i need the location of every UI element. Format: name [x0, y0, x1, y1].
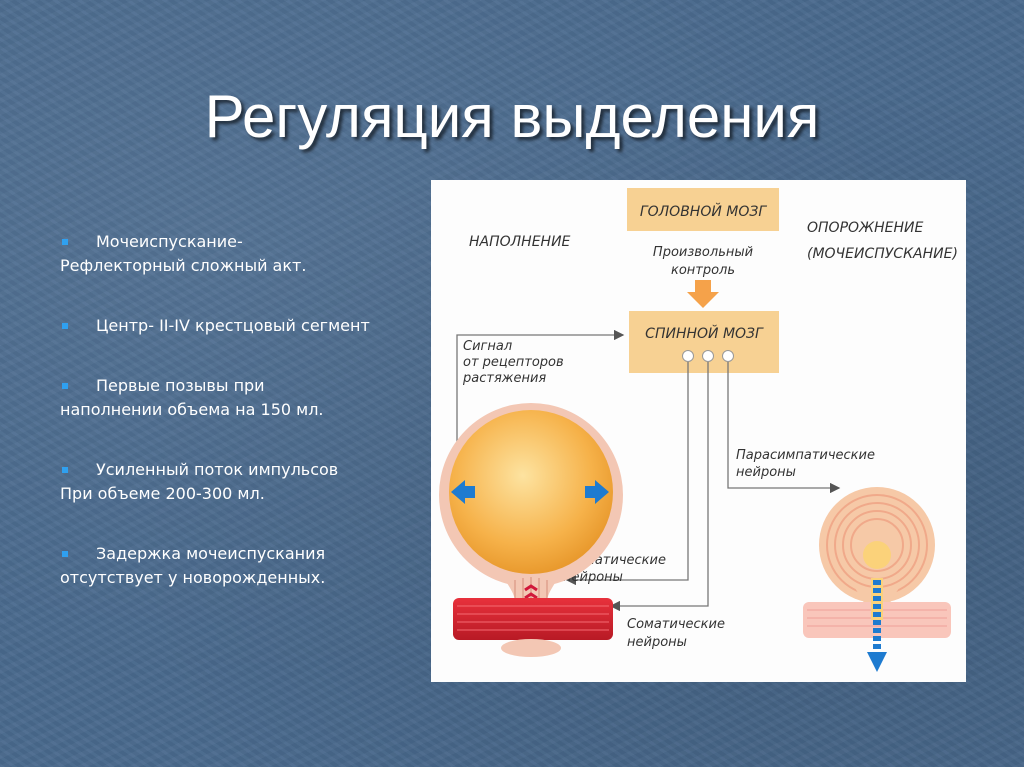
external-sphincter-left — [453, 598, 613, 657]
neuron-node — [702, 350, 714, 362]
filling-label: НАПОЛНЕНИЕ — [469, 234, 571, 250]
bullet-text: Центр- II-IV крестцовый сегмент — [96, 316, 370, 335]
brain-label: ГОЛОВНОЙ МОЗГ — [640, 202, 768, 220]
signal-label-3: растяжения — [462, 371, 546, 386]
bullet-continuation: отсутствует у новорожденных. — [60, 568, 326, 587]
bullet-continuation: При объеме 200-300 мл. — [60, 484, 265, 503]
somatic-label-1: Соматические — [627, 617, 725, 632]
somatic-label-2: нейроны — [627, 635, 687, 650]
contracted-bladder — [803, 487, 951, 672]
parasympathetic-line — [727, 362, 841, 494]
bullet-text: Мочеиспускание- — [96, 232, 243, 251]
urine-outflow-arrow — [867, 652, 887, 672]
stretch-arrow-right — [585, 480, 609, 504]
somatic-line — [609, 362, 709, 612]
signal-label-2: от рецепторов — [463, 355, 564, 370]
bullet-item: Усиленный поток импульсов При объеме 200… — [60, 458, 430, 506]
parasympathetic-label-2: нейроны — [736, 465, 796, 480]
slide-title: Регуляция выделения — [204, 83, 820, 150]
emptying-label-1: ОПОРОЖНЕНИЕ — [807, 220, 923, 236]
spinal-cord-box — [629, 311, 779, 373]
bullet-item: Мочеиспускание- Рефлекторный сложный акт… — [60, 230, 430, 278]
bullet-square-icon — [62, 383, 68, 389]
parasympathetic-label-1: Парасимпатические — [736, 448, 875, 463]
diagram-svg: ГОЛОВНОЙ МОЗГ Произвольный контроль СПИН… — [439, 188, 958, 672]
neuron-node — [722, 350, 734, 362]
bladder-reflex-diagram: ГОЛОВНОЙ МОЗГ Произвольный контроль СПИН… — [431, 180, 966, 682]
bullet-text: Задержка мочеиспускания — [96, 544, 326, 563]
neuron-node — [682, 350, 694, 362]
bullet-square-icon — [62, 551, 68, 557]
brain-box — [627, 188, 779, 231]
bullet-continuation: Рефлекторный сложный акт. — [60, 256, 307, 275]
full-bladder — [439, 403, 623, 608]
voluntary-arrow — [687, 280, 719, 308]
spinal-cord-label: СПИННОЙ МОЗГ — [645, 324, 764, 342]
signal-label-1: Сигнал — [463, 339, 512, 354]
bullet-text: Усиленный поток импульсов — [96, 460, 339, 479]
bullet-square-icon — [62, 239, 68, 245]
stretch-arrow-left — [451, 480, 475, 504]
bullet-item: Центр- II-IV крестцовый сегмент — [60, 314, 430, 338]
signal-line — [456, 329, 625, 442]
bullet-continuation: наполнении объема на 150 мл. — [60, 400, 324, 419]
bullet-item: Задержка мочеиспускания отсутствует у но… — [60, 542, 430, 590]
voluntary-label-1: Произвольный — [653, 245, 753, 260]
bullet-square-icon — [62, 323, 68, 329]
sympathetic-line — [565, 362, 689, 586]
bullet-list: Мочеиспускание- Рефлекторный сложный акт… — [60, 230, 430, 626]
voluntary-label-2: контроль — [671, 263, 735, 278]
bullet-square-icon — [62, 467, 68, 473]
emptying-label-2: (МОЧЕИСПУСКАНИЕ) — [807, 246, 958, 262]
bullet-item: Первые позывы при наполнении объема на 1… — [60, 374, 430, 422]
bullet-text: Первые позывы при — [96, 376, 265, 395]
